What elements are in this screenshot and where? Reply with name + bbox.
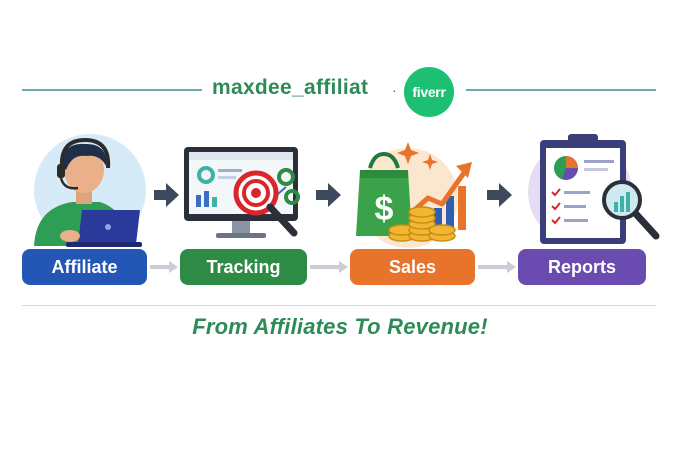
section-divider [22,305,656,306]
step-tracking-button[interactable]: Tracking [180,249,307,285]
header-separator: · [392,82,397,98]
dollar-sign-icon: $ [375,190,394,228]
brand-name: maxdee_affiliat [212,76,369,99]
tagline-text: From Affiliates To Revenue! [192,314,488,339]
sales-growth-illustration: $ [356,142,472,248]
connector-arrow-1 [150,261,178,273]
tracking-monitor-illustration [184,147,300,238]
flow-arrow-3 [487,183,512,207]
flow-arrow-1 [154,183,179,207]
step-affiliate-button[interactable]: Affiliate [22,249,147,285]
fiverr-logo-badge: fiverr [404,67,454,117]
step-sales-button[interactable]: Sales [350,249,475,285]
reports-clipboard-illustration [528,134,660,244]
affiliate-person-illustration [34,134,146,247]
flow-arrow-2 [316,183,341,207]
step-reports-button[interactable]: Reports [518,249,646,285]
header-line-left [22,89,202,91]
header-line-right [466,89,656,91]
connector-arrow-3 [478,261,516,273]
connector-arrow-2 [310,261,348,273]
